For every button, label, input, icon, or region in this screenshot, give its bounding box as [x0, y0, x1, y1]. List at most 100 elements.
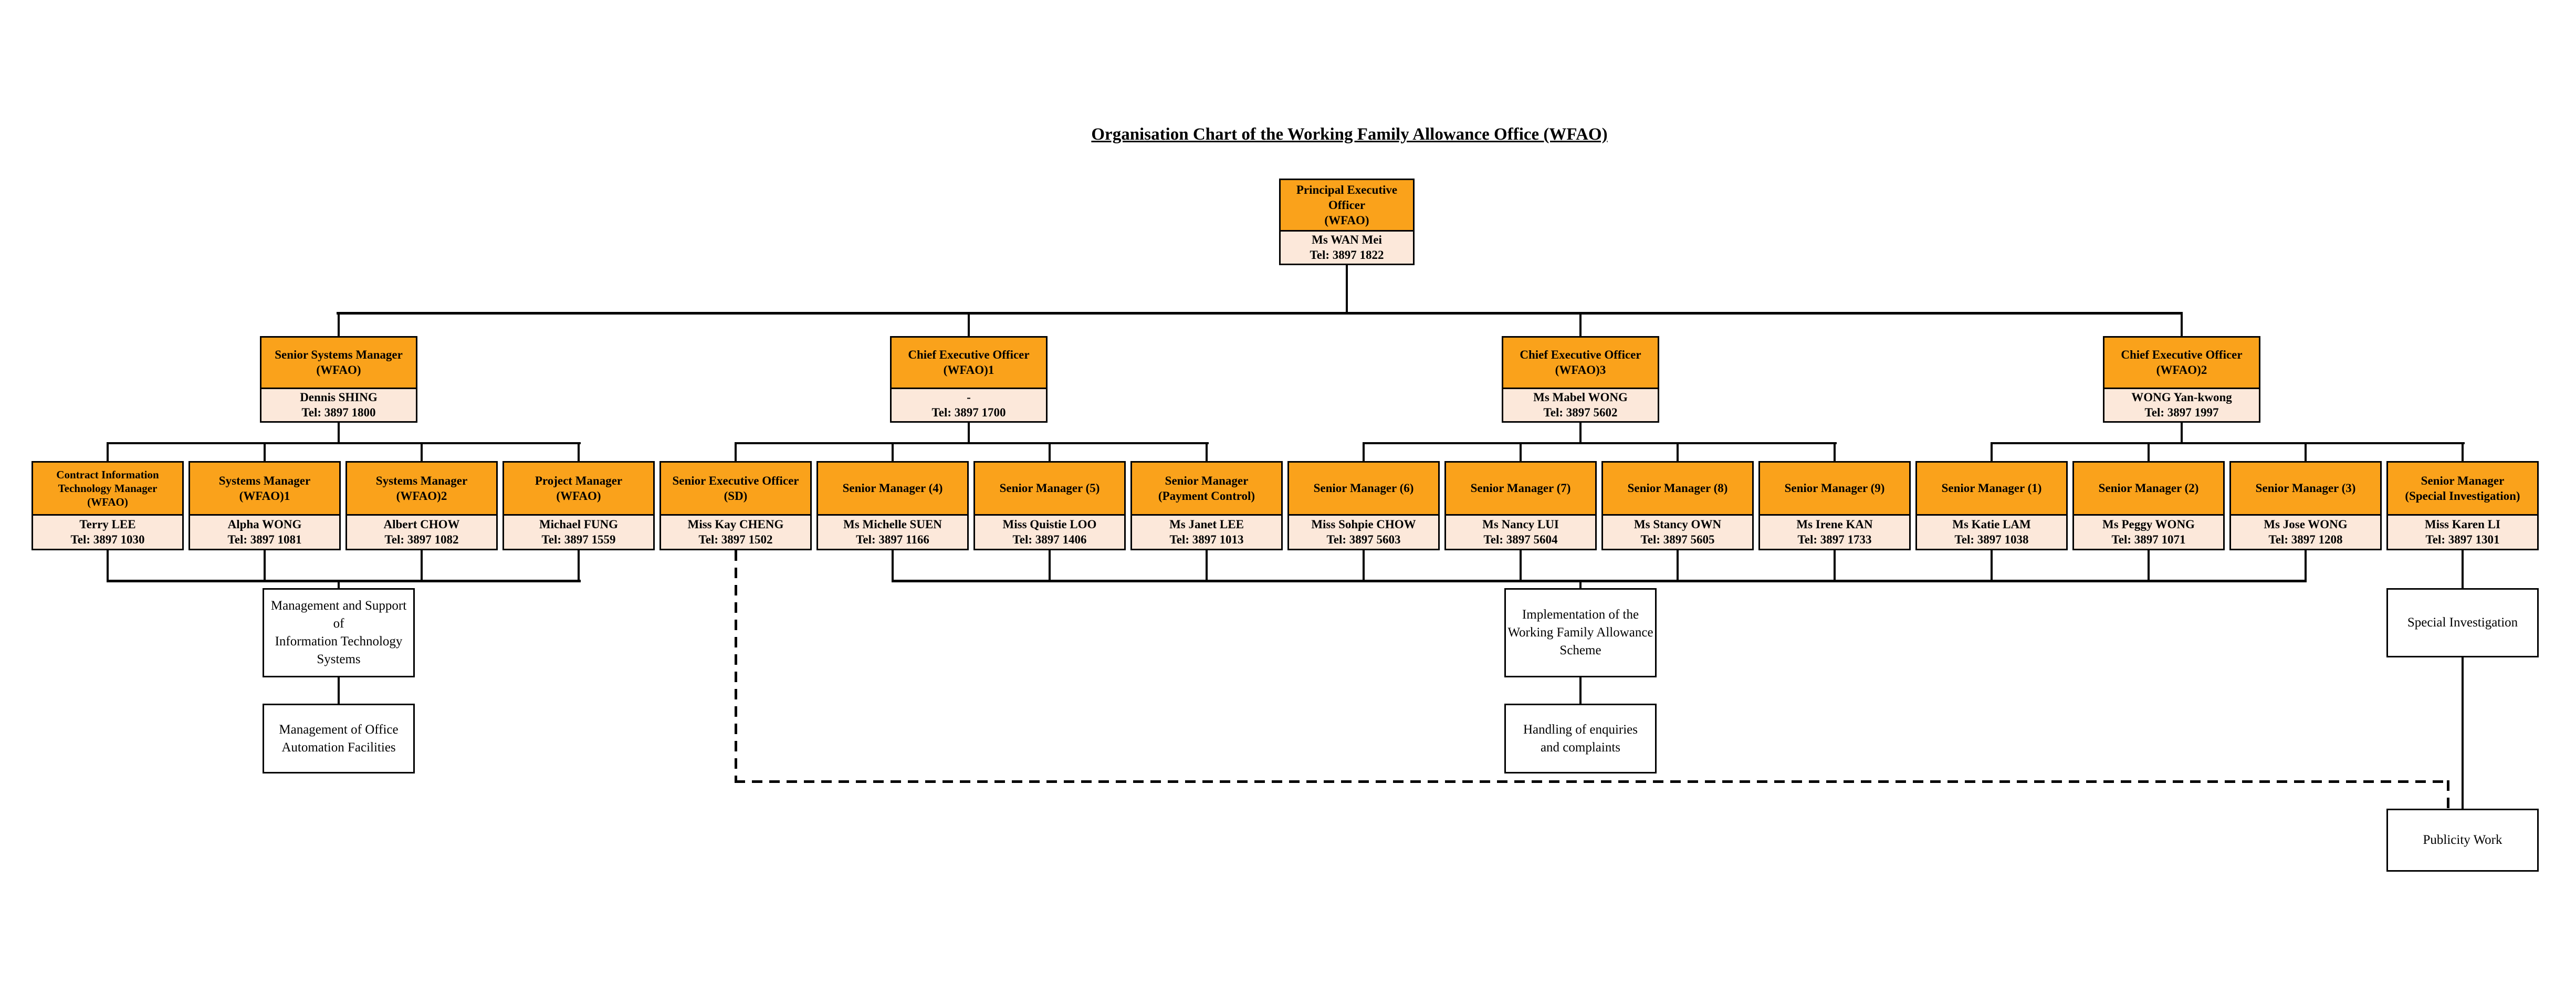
connector-line [1579, 422, 1582, 444]
org-box-tel: Tel: 3897 1013 [1169, 533, 1244, 547]
org-box-title: Contract Information Technology Manager … [33, 463, 182, 514]
org-box-person: Dennis SHING [300, 391, 378, 404]
connector-bus [337, 312, 2183, 315]
org-box-person: Terry LEE [79, 518, 136, 531]
connector-line [1206, 443, 1208, 462]
dashed-connector-vertical [2447, 780, 2449, 810]
connector-line [1049, 443, 1051, 462]
org-box-ceo-wfao1: Chief Executive Officer (WFAO)1 - Tel: 3… [890, 336, 1048, 423]
connector-line [338, 313, 340, 336]
org-box-person: Ms Peggy WONG [2102, 518, 2195, 531]
connector-line [2148, 549, 2150, 582]
function-box-it-systems: Management and Support of Information Te… [263, 588, 415, 677]
connector-bus [107, 580, 581, 582]
org-box-title: Senior Manager (4) [818, 463, 967, 514]
connector-line [264, 443, 266, 462]
org-box-senior-manager-9: Senior Manager (9) Ms Irene KAN Tel: 389… [1758, 461, 1911, 550]
org-box-title: Senior Manager (9) [1760, 463, 1909, 514]
org-box-title: Senior Manager (Special Investigation) [2388, 463, 2537, 514]
connector-line [107, 443, 109, 462]
org-box-tel: Tel: 3897 5603 [1326, 533, 1401, 547]
org-box-person: Miss Quistie LOO [1002, 518, 1097, 531]
org-box-tel: Tel: 3897 1030 [70, 533, 145, 547]
connector-line [1049, 549, 1051, 582]
org-box-person: Ms Jose WONG [2264, 518, 2348, 531]
org-box-tel: Tel: 3897 5605 [1640, 533, 1715, 547]
connector-line [968, 313, 970, 336]
org-box-contract-it-manager: Contract Information Technology Manager … [32, 461, 184, 550]
org-box-person: Ms Mabel WONG [1533, 391, 1628, 404]
org-box-title: Senior Manager (2) [2074, 463, 2223, 514]
connector-line [578, 549, 580, 582]
org-box-title: Senior Manager (3) [2231, 463, 2380, 514]
org-box-senior-manager-5: Senior Manager (5) Miss Quistie LOO Tel:… [973, 461, 1126, 550]
org-box-tel: Tel: 3897 1082 [384, 533, 459, 547]
org-box-person: Ms Michelle SUEN [843, 518, 942, 531]
org-box-person: Michael FUNG [539, 518, 619, 531]
connector-line [264, 549, 266, 582]
connector-line [1991, 443, 1993, 462]
org-box-senior-manager-3: Senior Manager (3) Ms Jose WONG Tel: 389… [2229, 461, 2382, 550]
org-box-tel: Tel: 3897 1733 [1797, 533, 1872, 547]
org-box-title: Senior Systems Manager (WFAO) [261, 338, 416, 388]
org-box-tel: Tel: 3897 1800 [301, 406, 376, 420]
org-box-title: Senior Manager (Payment Control) [1132, 463, 1281, 514]
org-box-senior-manager-8: Senior Manager (8) Ms Stancy OWN Tel: 38… [1601, 461, 1754, 550]
org-box-person: Ms Irene KAN [1796, 518, 1873, 531]
org-box-title: Senior Manager (7) [1446, 463, 1595, 514]
org-box-title: Systems Manager (WFAO)1 [190, 463, 339, 514]
org-box-person: Ms Katie LAM [1952, 518, 2031, 531]
org-box-person: Albert CHOW [383, 518, 460, 531]
org-box-tel: Tel: 3897 1071 [2111, 533, 2186, 547]
connector-line [1520, 549, 1522, 582]
org-box-title: Senior Manager (1) [1917, 463, 2066, 514]
connector-line [735, 443, 737, 462]
org-box-tel: Tel: 3897 1038 [1954, 533, 2029, 547]
org-box-systems-manager-2: Systems Manager (WFAO)2 Albert CHOW Tel:… [345, 461, 498, 550]
dashed-connector-vertical [735, 550, 737, 782]
dashed-connector-horizontal [735, 780, 2449, 783]
org-box-senior-manager-2: Senior Manager (2) Ms Peggy WONG Tel: 38… [2072, 461, 2225, 550]
org-box-title: Chief Executive Officer (WFAO)1 [892, 338, 1046, 388]
org-box-tel: Tel: 3897 1559 [541, 533, 616, 547]
org-box-tel: Tel: 3897 1081 [227, 533, 302, 547]
connector-line [1206, 549, 1208, 582]
org-box-person: WONG Yan-kwong [2131, 391, 2232, 404]
org-box-title: Senior Executive Officer (SD) [661, 463, 810, 514]
org-box-title: Principal Executive Officer (WFAO) [1281, 180, 1413, 230]
connector-line [1677, 549, 1679, 582]
org-box-senior-manager-payment-control: Senior Manager (Payment Control) Ms Jane… [1130, 461, 1283, 550]
org-box-tel: Tel: 3897 1997 [2144, 406, 2219, 420]
org-box-senior-manager-4: Senior Manager (4) Ms Michelle SUEN Tel:… [816, 461, 969, 550]
connector-line [2462, 443, 2464, 462]
connector-line [2181, 313, 2183, 336]
connector-line [1991, 549, 1993, 582]
org-box-project-manager: Project Manager (WFAO) Michael FUNG Tel:… [502, 461, 655, 550]
org-box-person: Miss Karen LI [2425, 518, 2500, 531]
connector-line [578, 443, 580, 462]
connector-line [1520, 443, 1522, 462]
org-box-ceo-wfao2: Chief Executive Officer (WFAO)2 WONG Yan… [2103, 336, 2260, 423]
org-box-person: Ms Stancy OWN [1633, 518, 1722, 531]
connector-line [1579, 581, 1582, 590]
connector-line [107, 549, 109, 582]
org-box-title: Senior Manager (8) [1603, 463, 1752, 514]
org-box-title: Chief Executive Officer (WFAO)3 [1503, 338, 1658, 388]
function-box-special-investigation: Special Investigation [2386, 588, 2539, 657]
function-box-publicity-work: Publicity Work [2386, 809, 2539, 872]
connector-line [1834, 443, 1836, 462]
org-box-systems-manager-1: Systems Manager (WFAO)1 Alpha WONG Tel: … [189, 461, 341, 550]
org-box-tel: Tel: 3897 1166 [856, 533, 929, 547]
connector-line [968, 422, 970, 444]
function-box-enquiries: Handling of enquiries and complaints [1504, 704, 1657, 773]
connector-bus [892, 580, 2307, 582]
page-title: Organisation Chart of the Working Family… [1091, 125, 1608, 144]
connector-bus [735, 442, 1209, 444]
org-box-tel: Tel: 3897 5602 [1543, 406, 1618, 420]
connector-line [1363, 549, 1365, 582]
org-box-title: Senior Manager (6) [1289, 463, 1438, 514]
org-box-title: Project Manager (WFAO) [504, 463, 653, 514]
org-box-person: Alpha WONG [227, 518, 302, 531]
org-box-senior-systems-manager: Senior Systems Manager (WFAO) Dennis SHI… [260, 336, 417, 423]
